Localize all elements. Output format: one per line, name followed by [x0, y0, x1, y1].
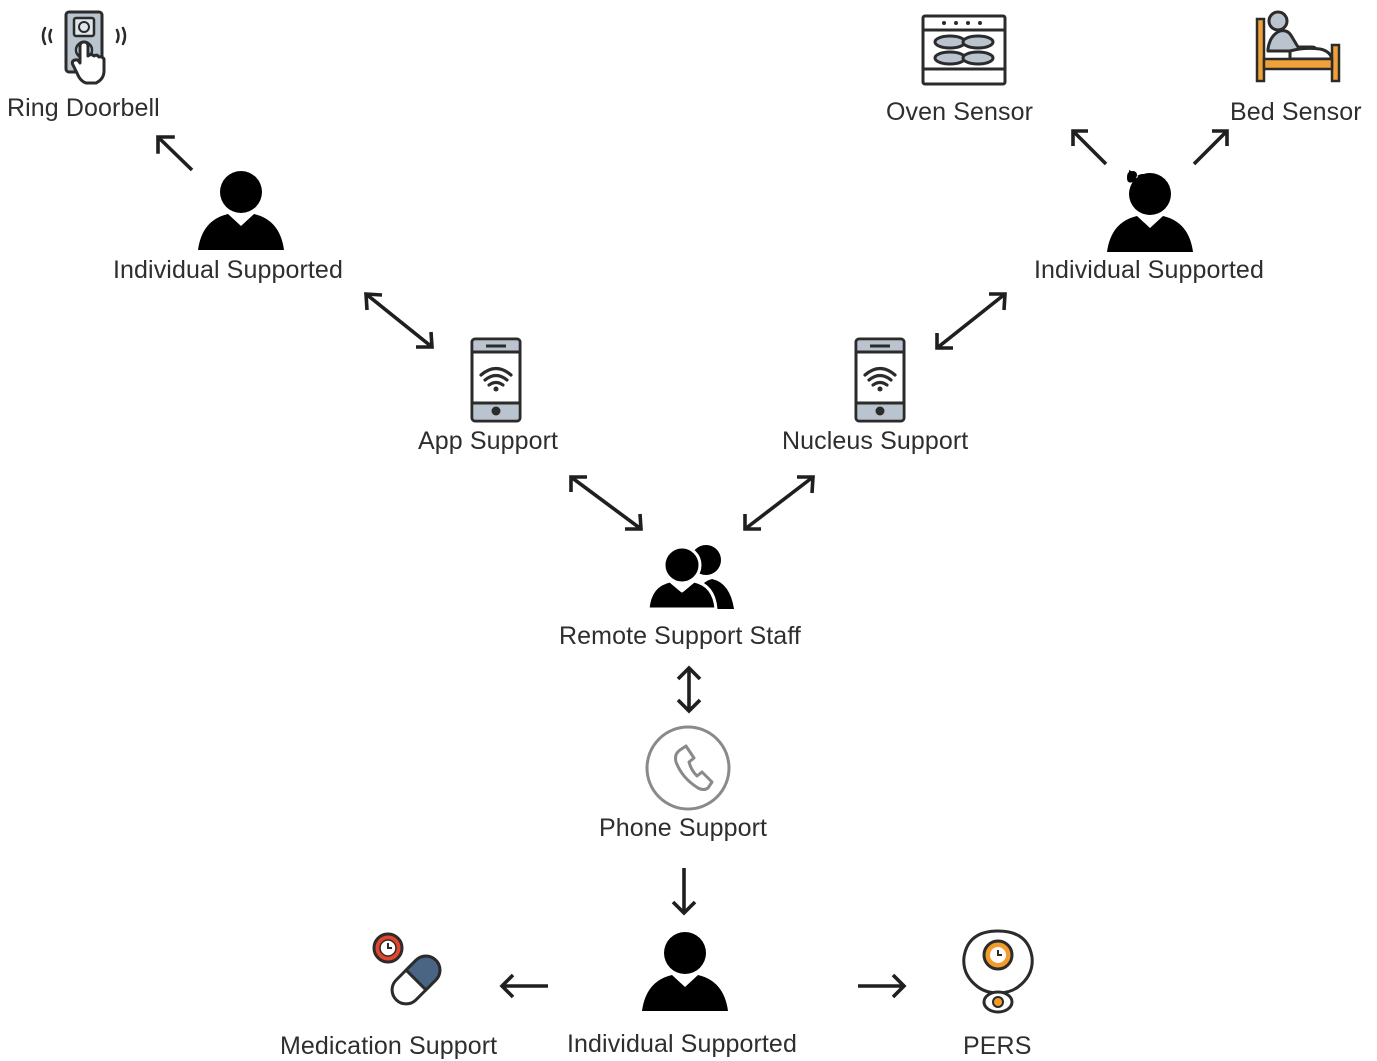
individual-left-label: Individual Supported: [113, 256, 343, 284]
group-icon: [646, 545, 734, 611]
smartphone-wifi-icon: [470, 337, 522, 423]
arrow-app-support-remote-staff: [569, 475, 643, 531]
bed-sensor-label: Bed Sensor: [1230, 98, 1362, 126]
pers-pendant-icon: [962, 929, 1034, 1014]
remote-staff-label: Remote Support Staff: [559, 622, 801, 650]
person-icon: [642, 932, 728, 1011]
doorbell-icon: [41, 10, 127, 85]
arrow-phone-support-to-individual: [671, 868, 697, 916]
oven-sensor-label: Oven Sensor: [886, 98, 1034, 126]
individual-right-label: Individual Supported: [1034, 256, 1264, 284]
person-female-icon: [1107, 170, 1193, 252]
arrow-individual-to-medication: [499, 973, 548, 999]
ring-doorbell-label: Ring Doorbell: [7, 94, 160, 122]
phone-support-label: Phone Support: [599, 814, 768, 842]
arrow-individual-to-bed-sensor: [1192, 129, 1229, 166]
oven-icon: [921, 14, 1007, 86]
individual-bottom-label: Individual Supported: [567, 1030, 797, 1058]
pers-label: PERS: [963, 1032, 1032, 1060]
app-support-label: App Support: [418, 427, 559, 455]
arrow-individual-to-ring-doorbell: [156, 135, 194, 172]
pill-icon: [372, 932, 442, 1006]
arrow-nucleus-support-remote-staff: [743, 475, 815, 531]
phone-icon: [645, 725, 731, 811]
arrow-individual-to-oven-sensor: [1071, 129, 1108, 166]
bed-icon: [1255, 10, 1341, 83]
arrow-individual-to-pers: [858, 973, 907, 999]
person-icon: [198, 171, 284, 250]
smartphone-wifi-icon: [854, 337, 906, 423]
medication-support-label: Medication Support: [280, 1032, 498, 1060]
nucleus-support-label: Nucleus Support: [782, 427, 969, 455]
arrow-individual-nucleus-support: [935, 292, 1007, 350]
arrow-individual-app-support: [364, 292, 434, 349]
arrow-remote-staff-phone-support: [676, 665, 702, 714]
